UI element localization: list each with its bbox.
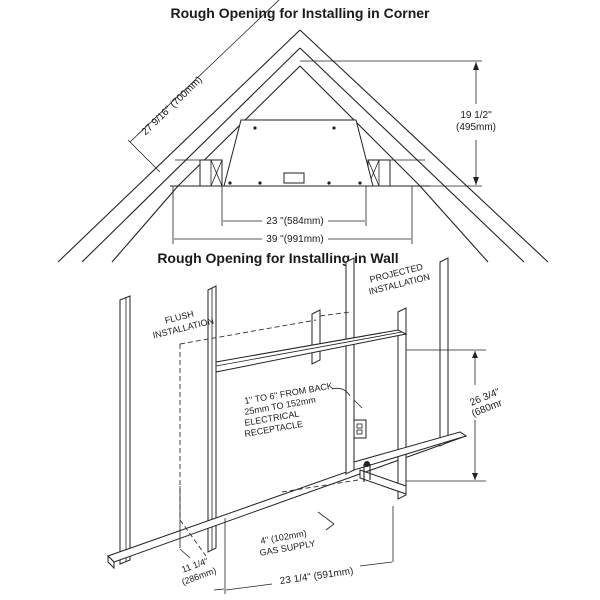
electrical-receptacle (353, 419, 367, 439)
wall-dimension-width: 23 1/4" (591mm) (224, 506, 394, 594)
corner-height-label-1: 19 1/2" (460, 110, 492, 121)
gas-supply-pipe (363, 461, 371, 482)
corner-fireplace-unit (223, 119, 374, 187)
receptacle-callout: 1" TO 6" FROM BACK 25mm TO 152mm ELECTRI… (244, 381, 363, 439)
corner-dimension-widths: 23 "(584mm) 39 "(991mm) (172, 186, 413, 245)
corner-inner-width-label: 23 "(584mm) (266, 216, 323, 227)
corner-diagonal-label: 27 9/16" (700mm) (140, 75, 205, 138)
wall-width-label: 23 1/4" (591mm) (279, 566, 354, 587)
wall-dimension-depth: 11 1/4" (286mm) (179, 486, 225, 591)
gas-supply-dimension: 4" (102mm) GAS SUPPLY (259, 511, 335, 558)
corner-outer-width-label: 39 "(991mm) (266, 234, 323, 245)
wall-title: Rough Opening for Installing in Wall (157, 250, 398, 266)
corner-dimension-height: 19 1/2" (495mm) (300, 60, 496, 187)
corner-title: Rough Opening for Installing in Corner (171, 5, 431, 21)
wall-framing (107, 257, 468, 570)
wall-dimension-height: 26 3/4" (680mr (406, 349, 504, 482)
corner-height-label-2: (495mm) (456, 122, 496, 133)
